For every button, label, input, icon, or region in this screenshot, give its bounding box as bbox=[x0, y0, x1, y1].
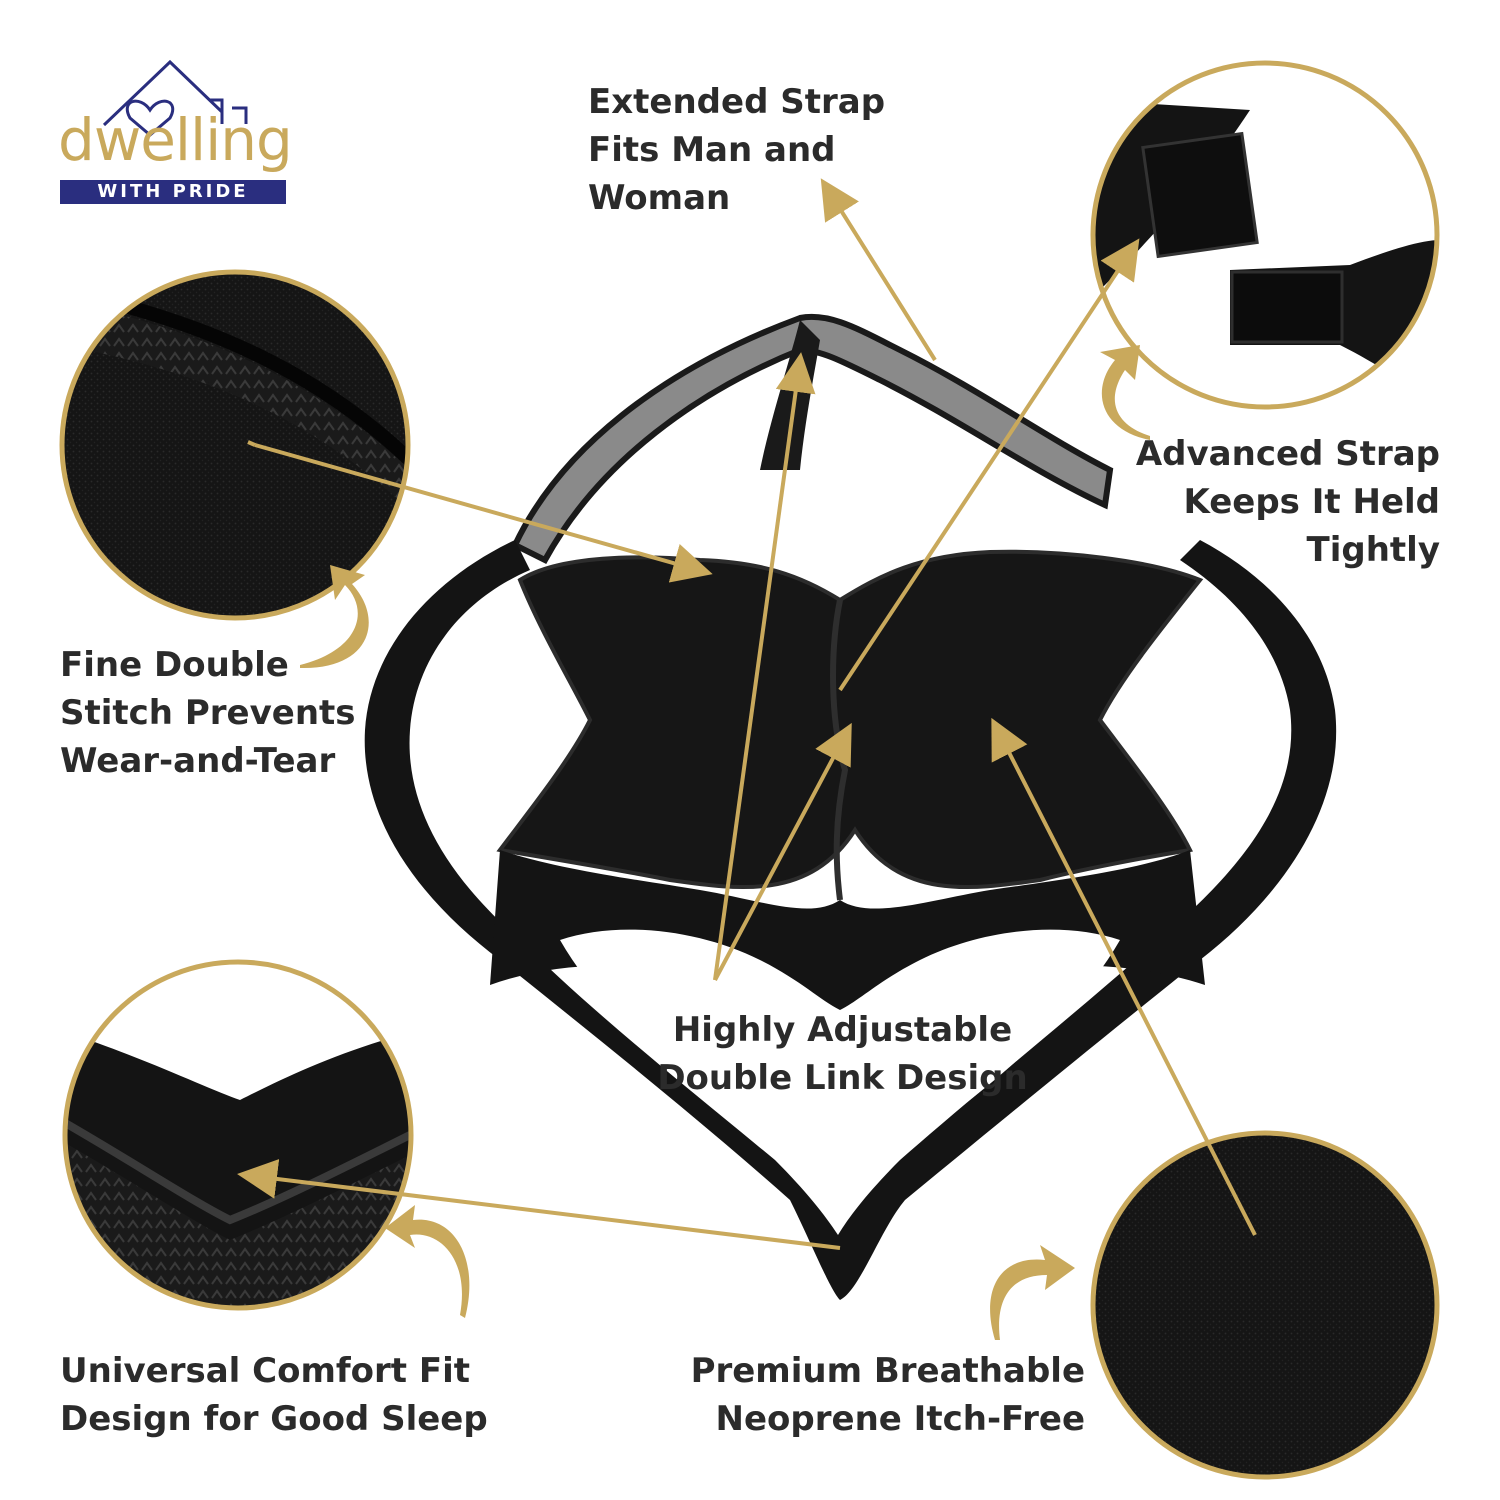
detail-circle-neoprene bbox=[1090, 1130, 1440, 1480]
curved-arrow-icon bbox=[300, 345, 1150, 1340]
detail-circle-stitch bbox=[59, 269, 411, 621]
detail-circle-strap bbox=[1090, 60, 1440, 410]
house-heart-icon bbox=[102, 59, 248, 137]
callout-line: Highly Adjustable bbox=[672, 1010, 1013, 1050]
brand-logo: dwelling WITH PRIDE bbox=[58, 60, 293, 210]
callout-line: Premium Breathable bbox=[690, 1351, 1085, 1391]
callout-extended-strap: Extended Strap Fits Man and Woman bbox=[588, 78, 885, 222]
callout-line: Stitch Prevents bbox=[60, 693, 356, 733]
brand-name: dwelling bbox=[58, 106, 293, 174]
callout-line: Extended Strap bbox=[588, 82, 886, 122]
callout-line: Tightly bbox=[1306, 530, 1440, 570]
callout-line: Fits Man and bbox=[588, 130, 836, 170]
callout-comfort-fit: Universal Comfort Fit Design for Good Sl… bbox=[60, 1347, 488, 1443]
chin-strap-product bbox=[364, 313, 1337, 1300]
callout-line: Neoprene Itch-Free bbox=[715, 1399, 1085, 1439]
callout-line: Keeps It Held bbox=[1183, 482, 1440, 522]
callout-line: Fine Double bbox=[60, 645, 289, 685]
callout-line: Advanced Strap bbox=[1135, 434, 1440, 474]
callout-adjustable: Highly Adjustable Double Link Design bbox=[640, 1006, 1045, 1102]
callout-line: Wear-and-Tear bbox=[60, 741, 336, 781]
callout-advanced-strap: Advanced Strap Keeps It Held Tightly bbox=[1136, 430, 1440, 574]
callout-line: Universal Comfort Fit bbox=[60, 1351, 471, 1391]
detail-circle-comfort bbox=[62, 959, 414, 1311]
callout-neoprene: Premium Breathable Neoprene Itch-Free bbox=[691, 1347, 1085, 1443]
callout-line: Woman bbox=[588, 178, 731, 218]
brand-tagline: WITH PRIDE bbox=[60, 180, 286, 204]
callout-double-stitch: Fine Double Stitch Prevents Wear-and-Tea… bbox=[60, 641, 356, 785]
callout-line: Design for Good Sleep bbox=[60, 1399, 488, 1439]
pointer-lines bbox=[237, 178, 1257, 1250]
callout-line: Double Link Design bbox=[657, 1058, 1028, 1098]
